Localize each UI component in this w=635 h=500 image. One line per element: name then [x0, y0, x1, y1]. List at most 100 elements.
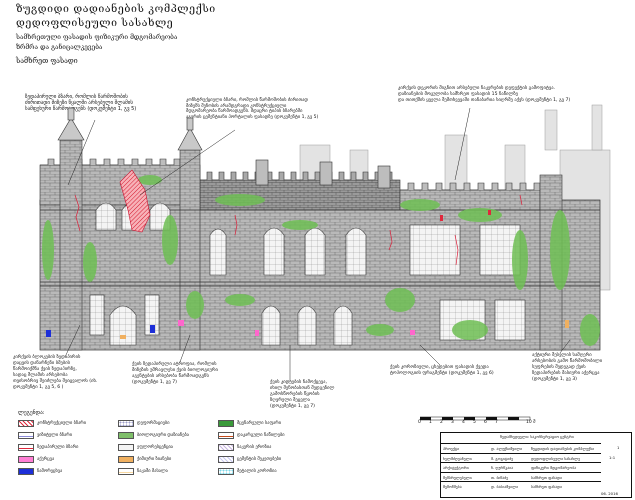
- legend-swatch: [18, 444, 34, 451]
- biological-growth: [42, 175, 600, 346]
- title-line-5: სამხრეთ ფასადი: [16, 57, 78, 65]
- callout-biological: ქვის ზედაპირული ატროფია, რომლის მიზეზის …: [132, 362, 218, 385]
- legend-swatch: [218, 468, 234, 475]
- legend-item: ქიმიური ზიანები: [118, 456, 214, 463]
- scale-label: 6: [484, 420, 487, 425]
- legend-swatch: [218, 432, 234, 439]
- stamp-cell: მ. გოგიტიძე: [491, 455, 514, 461]
- title-line-1: ზუგდიდი დადიანების კომპლექსი: [16, 3, 216, 15]
- callout-structural-crack: კონსტრუქციული ბზარი, რომლის წარმოშობის ძ…: [186, 98, 319, 120]
- stamp-cell: ფიზიკური მდგომარეობა: [531, 465, 577, 470]
- scale-label: 0: [418, 420, 421, 425]
- stamp-cell: დ. ალექსიშვილი: [491, 446, 523, 451]
- stamp-cell: შემსრულებელი: [443, 474, 472, 480]
- legend-swatch: [118, 468, 134, 475]
- scale-label: 2: [440, 420, 443, 425]
- legend-swatch: [118, 444, 134, 451]
- stamp-row: ხელმძღვანელი მ. გოგიტიძე დედოფლისეული სასა…: [441, 452, 601, 463]
- legend-title: ლეგენდა:: [18, 410, 45, 416]
- stamp-cell: ზუგდიდის დადიანების კომპლექსი: [531, 446, 595, 451]
- legend-item: დაკარგული ნაწილები: [218, 432, 314, 439]
- legend-item: აქერცვა: [18, 456, 114, 463]
- legend-label: დეფორმაციები: [137, 421, 170, 426]
- legend-item: დეფორმაციები: [118, 420, 214, 427]
- stamp-row: არქიტექტორი ნ. ღურწკაია ფიზიკური მდგომარეო…: [441, 462, 601, 472]
- stamp-row: შემოწმება დ. ბაბიაშვილი სამხრეთ ფასადი: [441, 481, 601, 491]
- stamp-cell: სამხრეთ ფასადი: [531, 474, 563, 480]
- legend-swatch: [218, 444, 234, 451]
- stamp-cell: არქიტექტორი: [443, 465, 469, 470]
- stamp-cell: ნ. ღურწკაია: [491, 465, 514, 470]
- stamp-cell: დ. ბაბიაშვილი: [491, 484, 519, 489]
- legend-item: ნაკერის ეროზია: [218, 444, 314, 451]
- structural-crack-zone: [119, 169, 151, 233]
- legend-label: ქიმიური ზიანები: [137, 457, 172, 462]
- legend-label: ნაკერის ეროზია: [237, 445, 272, 450]
- legend-swatch: [218, 456, 234, 463]
- scale-label: 5: [473, 420, 476, 425]
- legend-label: კონსტრუქციული ბზარი: [37, 421, 87, 426]
- scale-label: 7: [495, 420, 498, 425]
- stamp-cell: პროექტი: [443, 446, 460, 451]
- stamp-header: ზედამხედველი: საკონსერვაციო ცენტრი: [500, 434, 574, 439]
- stamp-sheet: 1: [617, 445, 620, 450]
- legend-label: ნაკაში მასალა: [137, 469, 168, 474]
- legend-item: ზედაპირული ბზარი: [18, 444, 114, 451]
- legend-item: კონსტრუქციული ბზარი: [18, 420, 114, 427]
- legend-item: მცენარეული საფარი: [218, 420, 314, 427]
- stamp-rows: პროექტი დ. ალექსიშვილი ზუგდიდის დადიანების…: [441, 443, 633, 493]
- stamp-cell: სამხრეთ ფასადი: [531, 484, 563, 489]
- legend-swatch: [18, 420, 34, 427]
- lower-windows: [89, 294, 526, 346]
- legend-swatch: [18, 468, 34, 475]
- legend-label: აქერცვა: [37, 457, 55, 462]
- damage-markers: [46, 210, 569, 339]
- callout-joint-erosion: კირქვის დეკორის შიგნით არსებული ნაკერები…: [398, 86, 571, 103]
- scale-bar: [420, 416, 531, 421]
- legend-label: ბიოლოგიური დაზიანება: [137, 433, 189, 438]
- legend-swatch: [18, 432, 34, 439]
- legend-item: ჩამორეცხვა: [18, 468, 114, 475]
- stamp-scale: 1:1: [609, 455, 616, 460]
- scale-label: 3: [451, 420, 454, 425]
- stamp-cell: თ. ბიწაძე: [491, 474, 509, 480]
- legend-label: ეფლორესცენცია: [137, 445, 174, 450]
- stamp-date: 06. 2016: [601, 491, 618, 496]
- legend-label: მეტალის კოროზია: [237, 469, 277, 474]
- legend-swatch: [118, 456, 134, 463]
- legend-item: ბიოლოგიური დაზიანება: [118, 432, 214, 439]
- legend-label: ზედაპირული ბზარი: [37, 445, 79, 450]
- legend-swatch: [218, 420, 234, 427]
- surface-cracks: [74, 194, 523, 266]
- legend-item: ეფლორესცენცია: [118, 444, 214, 451]
- legend-item: ვიზიტული ბზარი: [18, 432, 114, 439]
- stamp-cell: ხელმძღვანელი: [443, 455, 472, 461]
- legend-item: ცემენტის შეკეთებები: [218, 456, 314, 463]
- legend-item: ნაკაში მასალა: [118, 468, 214, 475]
- legend-label: ჩამორეცხვა: [37, 469, 63, 474]
- legend-label: დაკარგული ნაწილები: [237, 433, 285, 438]
- callout-flaking: აქტიური შესვლის სამღერი არსებობის გამო წ…: [532, 353, 603, 382]
- legend-label: მცენარეული საფარი: [237, 421, 282, 426]
- legend-swatch: [118, 432, 134, 439]
- legend-item: მეტალის კოროზია: [218, 468, 314, 475]
- scale-label: 1: [429, 420, 432, 425]
- callout-edge-loss: ქვის კიდეების ჩამოქცევა, იხილ შენობასთან…: [270, 380, 335, 409]
- stamp-cell: შემოწმება: [443, 484, 462, 489]
- title-line-2: დედოფლისეული სასახლე: [16, 17, 174, 29]
- callout-corrosion: ქვის კოროზიული, ცხედებით ფასადის ქვედა ტ…: [390, 365, 494, 376]
- legend-label: ცემენტის შეკეთებები: [237, 457, 282, 462]
- stamp-cell: დედოფლისეული სასახლე: [531, 455, 581, 461]
- legend-swatch: [118, 420, 134, 427]
- legend-swatch: [18, 456, 34, 463]
- stamp-block: ზედამხედველი: საკონსერვაციო ცენტრი პროექ…: [440, 432, 632, 498]
- title-line-4: ზრმრა და განიცალკევება: [16, 43, 103, 51]
- legend-label: ვიზიტული ბზარი: [37, 433, 72, 438]
- stamp-row: შემსრულებელი თ. ბიწაძე სამხრეთ ფასადი: [441, 471, 601, 482]
- scale-label: 10 მ: [526, 420, 536, 425]
- callout-lime-blocks: კირქვის ბლოკების ზედაპირის დაცვის დანარჩ…: [13, 355, 98, 390]
- title-line-3: სამხრეთული ფასადის ფიზიკური მდგომარეობა: [16, 33, 178, 41]
- stamp-row: პროექტი დ. ალექსიშვილი ზუგდიდის დადიანების…: [441, 443, 601, 453]
